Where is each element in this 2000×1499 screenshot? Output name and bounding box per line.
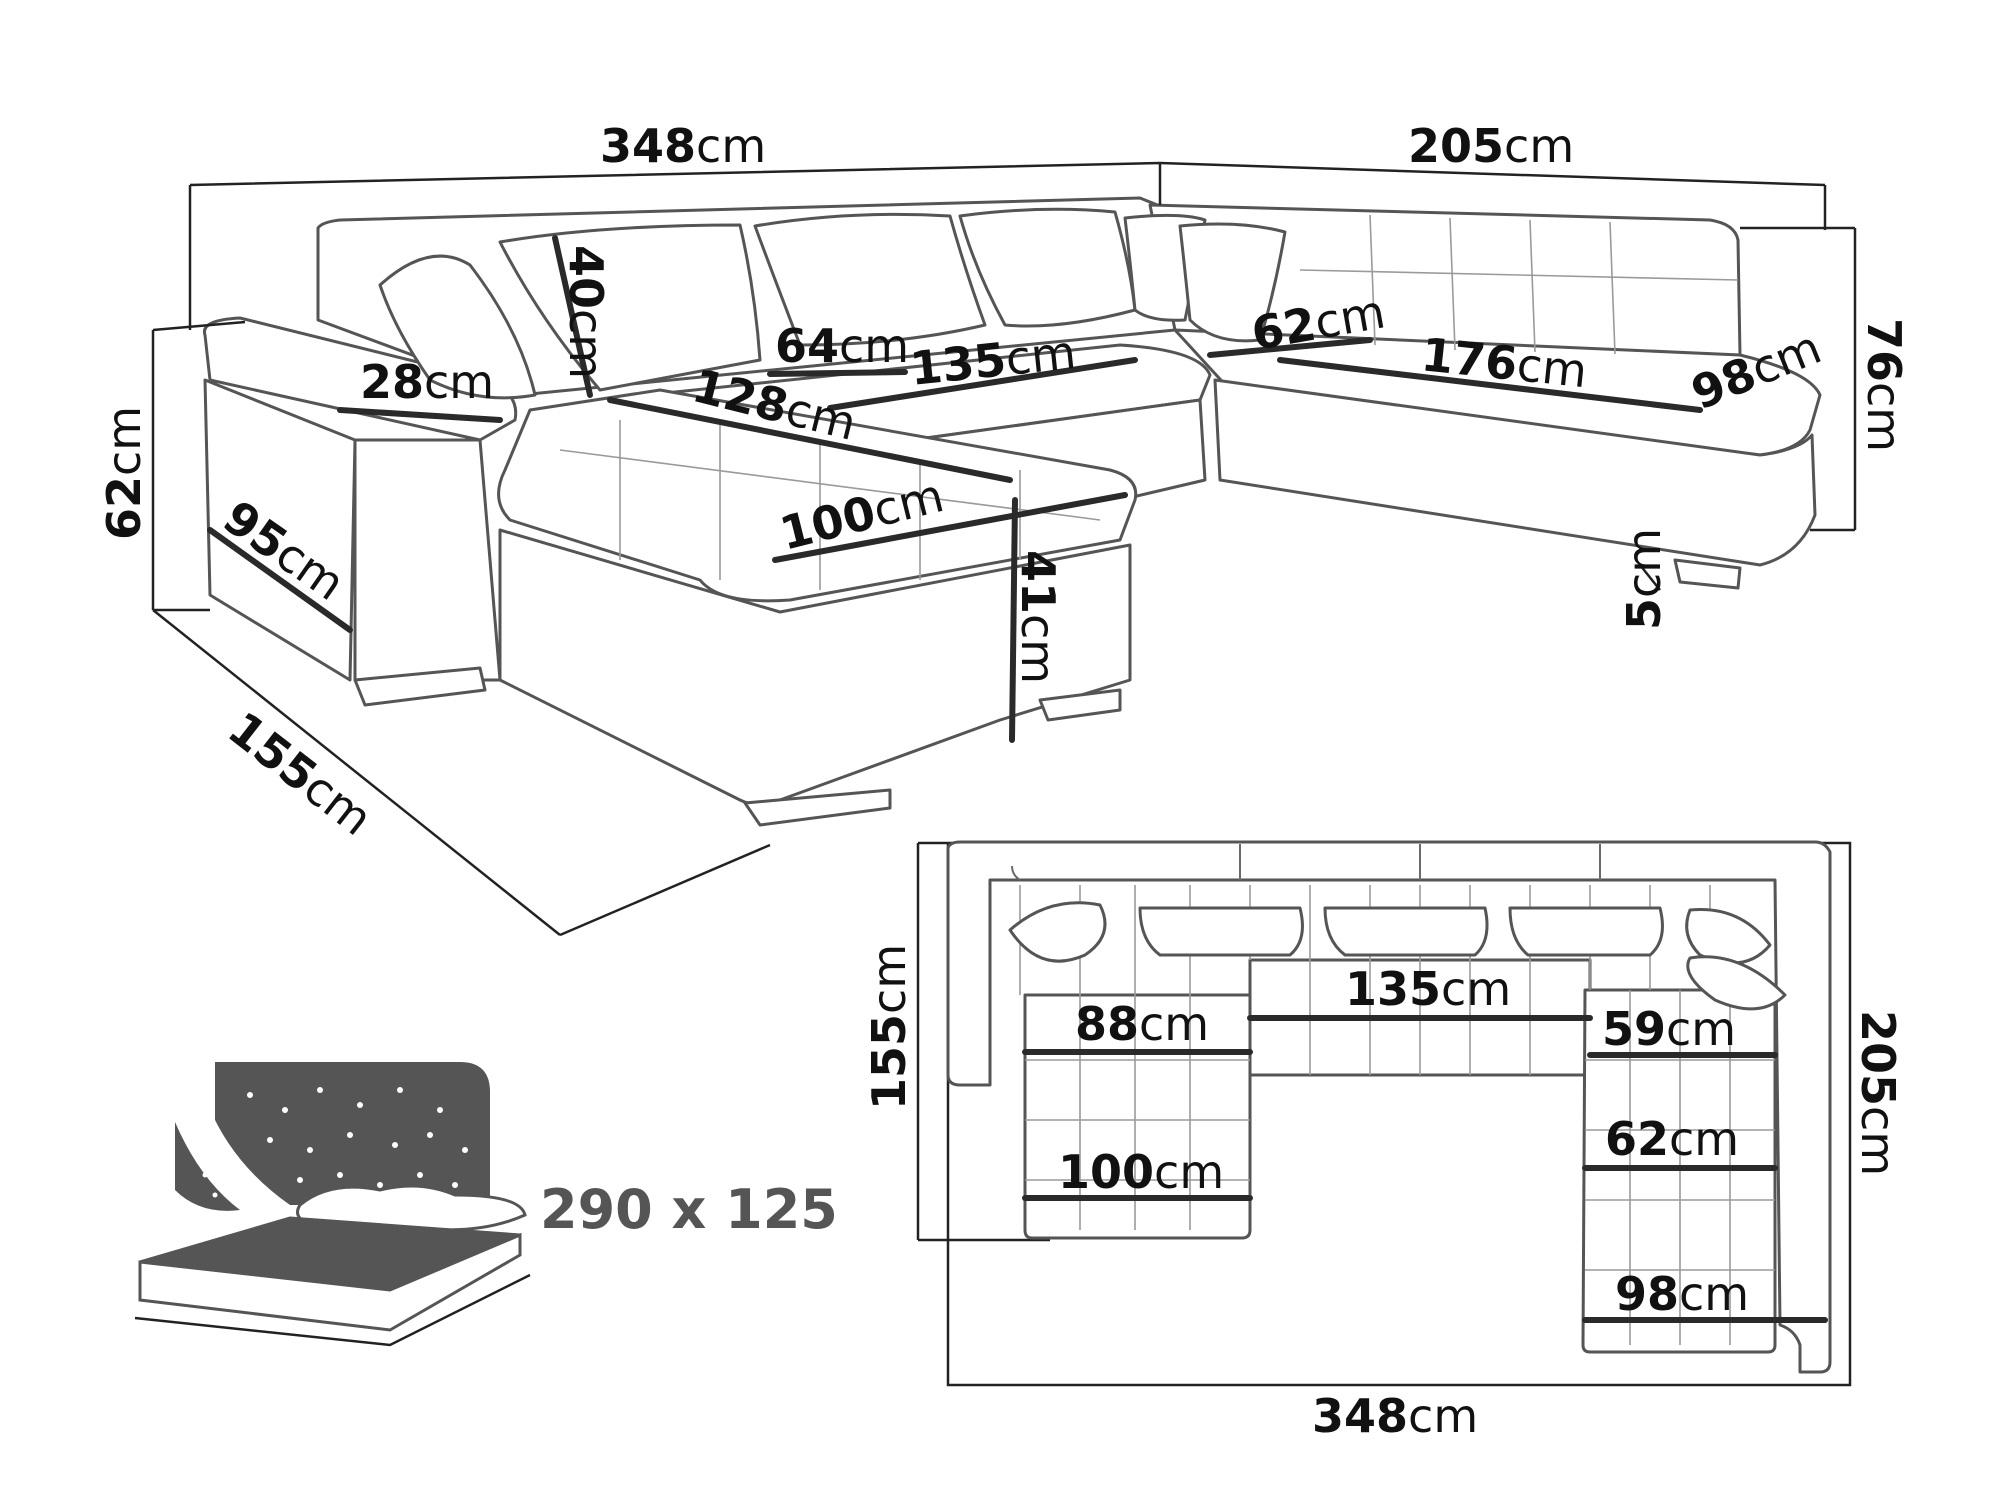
bar-middle-seat [827, 357, 1138, 411]
top-view-sofa [916, 840, 1852, 1387]
bar-backrest-depth [767, 369, 908, 377]
left-arm-front [353, 438, 502, 682]
bed-function-icon [134, 1062, 531, 1347]
label-right-width: 205cm [1408, 119, 1574, 173]
label-leg-height: 5cm [1617, 528, 1671, 630]
chaise-leg-right [1038, 688, 1122, 722]
top-label-right-top: 59cm [1602, 1002, 1736, 1056]
cushion-6 [1178, 222, 1287, 343]
label-armrest-width: 28cm [360, 355, 494, 409]
top-left-chaise [1023, 993, 1252, 1240]
label-arm-height: 62cm [97, 406, 151, 540]
dim-line-chaise-depth [152, 609, 771, 937]
label-back-seat-width: 135cm [908, 325, 1079, 396]
chaise-seat [497, 388, 1138, 603]
label-right-seat-depth: 62cm [1248, 284, 1389, 360]
top-cushion-4 [1508, 906, 1664, 957]
bar-chaise-seat [607, 397, 1013, 483]
top-cushion-1 [1008, 901, 1107, 963]
label-seat-height: 41cm [1011, 550, 1065, 684]
perspective-sofa [151, 161, 1857, 937]
label-backrest-depth: 64cm [775, 319, 909, 373]
top-label-total-width: 348cm [1312, 1389, 1478, 1443]
top-cushion-5 [1685, 907, 1772, 965]
label-cushion-height: 40cm [559, 245, 613, 379]
chaise-leg [743, 788, 892, 827]
top-label-left-seat: 88cm [1075, 997, 1209, 1051]
moon-crescent [175, 1122, 240, 1211]
right-base [1213, 378, 1817, 567]
right-leg [1673, 558, 1742, 590]
top-cushion-6 [1686, 955, 1787, 1011]
top-label-right-bottom: 98cm [1615, 1267, 1749, 1321]
dim-line-right-width [1159, 161, 1827, 230]
top-back-row [946, 840, 1832, 1374]
right-back-tufting [1299, 214, 1739, 355]
dim-line-leg [1639, 564, 1661, 591]
dim-line-total-width [188, 161, 1162, 330]
dim-line-height [1740, 226, 1857, 532]
bed-arrow [134, 1273, 531, 1347]
bar-arm-length [207, 527, 353, 633]
label-height: 76cm [1857, 318, 1911, 452]
bar-right-seat-width [1277, 357, 1703, 413]
bar-armrest [337, 407, 503, 423]
top-back-seams [1011, 844, 1601, 881]
top-label-right-depth: 205cm [1851, 1010, 1905, 1176]
top-label-right-mid: 62cm [1605, 1112, 1739, 1166]
left-leg [353, 666, 487, 707]
bar-seat-height [1009, 497, 1018, 743]
dim-line-arm-height [151, 320, 246, 612]
bed-frame [138, 1232, 522, 1332]
stars [192, 1087, 468, 1198]
top-cushion-3 [1323, 906, 1489, 957]
top-cushion-2 [1138, 906, 1304, 957]
label-total-width: 348cm [600, 119, 766, 173]
bar-right-seat [1207, 337, 1373, 358]
bed-size-label: 290 x 125 [540, 1178, 838, 1241]
bar-cushion [552, 235, 593, 398]
bar-chaise-width [772, 492, 1128, 563]
cushion-3 [753, 212, 987, 347]
top-label-left-depth: 155cm [862, 944, 916, 1110]
top-label-left-bottom: 100cm [1058, 1145, 1224, 1199]
cushion-1 [378, 254, 537, 400]
cushion-2 [498, 223, 762, 392]
label-right-seat-width: 176cm [1419, 327, 1590, 398]
top-label-middle: 135cm [1345, 962, 1511, 1016]
